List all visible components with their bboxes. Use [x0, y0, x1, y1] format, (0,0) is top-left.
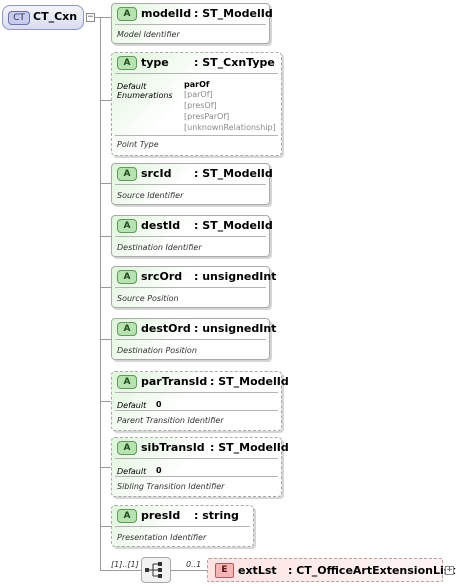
attribute-type[interactable]: A type : ST_CxnType Default parOf Enumer…	[111, 52, 282, 156]
sequence-cardinality: [1]..[1]	[111, 560, 139, 569]
attribute-type: : ST_ModelId	[210, 441, 289, 454]
attribute-presId[interactable]: A presId : string Presentation Identifie…	[111, 505, 254, 547]
element-extLst[interactable]: E extLst : CT_OfficeArtExtensionList	[207, 558, 456, 582]
element-cardinality: 0..1	[186, 560, 202, 569]
attribute-name: srcId	[141, 167, 172, 180]
attribute-badge: A	[117, 219, 137, 233]
expand-toggle-icon[interactable]: +	[445, 565, 454, 575]
attribute-parTransId[interactable]: A parTransId : ST_ModelId Default 0 Pare…	[111, 371, 289, 431]
default-label: Default	[117, 467, 147, 476]
enumeration-value: [presOf]	[184, 101, 217, 110]
attribute-description: Presentation Identifier	[117, 533, 207, 542]
attribute-badge: A	[117, 167, 137, 181]
complex-type-node[interactable]: CT CT_Cxn	[2, 5, 84, 30]
attribute-badge: A	[117, 270, 137, 284]
attribute-srcId[interactable]: A srcId : ST_ModelId Source Identifier	[111, 163, 273, 205]
attribute-name: destOrd	[141, 322, 191, 335]
enumerations-label: Enumerations	[117, 91, 173, 100]
enumeration-value: [presParOf]	[184, 112, 230, 121]
attribute-badge: A	[117, 7, 137, 21]
attribute-description: Source Position	[117, 294, 179, 303]
attribute-description: Destination Position	[117, 346, 197, 355]
attribute-description: Parent Transition Identifier	[117, 416, 224, 425]
complex-type-name: CT_Cxn	[33, 10, 78, 23]
attribute-description: Model Identifier	[117, 30, 180, 39]
attribute-badge: A	[117, 509, 137, 523]
connector	[95, 17, 100, 18]
attribute-badge: A	[117, 56, 137, 70]
default-label: Default	[117, 82, 147, 91]
element-badge: E	[215, 563, 234, 578]
attribute-name: parTransId	[141, 375, 208, 388]
attribute-type: : unsignedInt	[194, 270, 277, 283]
attribute-name: modelId	[141, 7, 192, 20]
attribute-type: : ST_ModelId	[194, 7, 273, 20]
attribute-description: Source Identifier	[117, 191, 184, 200]
attribute-description: Point Type	[117, 140, 159, 149]
enumeration-value: [unknownRelationship]	[184, 123, 276, 132]
attribute-name: srcOrd	[141, 270, 183, 283]
default-value: 0	[156, 400, 162, 409]
attribute-name: destId	[141, 219, 181, 232]
attribute-sibTransId[interactable]: A sibTransId : ST_ModelId Default 0 Sibl…	[111, 437, 289, 497]
attribute-destId[interactable]: A destId : ST_ModelId Destination Identi…	[111, 215, 273, 257]
attribute-name: presId	[141, 509, 181, 522]
enumeration-value: [parOf]	[184, 90, 213, 99]
sequence-compositor[interactable]	[141, 557, 171, 583]
default-label: Default	[117, 401, 147, 410]
attribute-modelId[interactable]: A modelId : ST_ModelId Model Identifier	[111, 3, 273, 44]
default-value: parOf	[184, 80, 210, 89]
default-value: 0	[156, 466, 162, 475]
attribute-type: : ST_ModelId	[194, 219, 273, 232]
attribute-srcOrd[interactable]: A srcOrd : unsignedInt Source Position	[111, 266, 276, 308]
attribute-type: : unsignedInt	[194, 322, 277, 335]
element-name: extLst	[238, 564, 277, 577]
attribute-name: sibTransId	[141, 441, 205, 454]
element-type: : CT_OfficeArtExtensionList	[288, 564, 456, 577]
attribute-tree-line	[100, 17, 101, 570]
sequence-icon	[145, 562, 162, 578]
attribute-type: : ST_ModelId	[194, 167, 273, 180]
attribute-description: Destination Identifier	[117, 243, 202, 252]
complex-type-badge: CT	[8, 11, 30, 25]
attribute-type: : string	[194, 509, 239, 522]
attribute-type: : ST_CxnType	[194, 56, 275, 69]
attribute-badge: A	[117, 375, 137, 389]
attribute-type: : ST_ModelId	[210, 375, 289, 388]
attribute-badge: A	[117, 441, 137, 455]
attribute-name: type	[141, 56, 169, 69]
attribute-description: Sibling Transition Identifier	[117, 482, 225, 491]
attribute-destOrd[interactable]: A destOrd : unsignedInt Destination Posi…	[111, 318, 276, 360]
attribute-badge: A	[117, 322, 137, 336]
collapse-toggle-icon[interactable]: −	[86, 12, 95, 22]
